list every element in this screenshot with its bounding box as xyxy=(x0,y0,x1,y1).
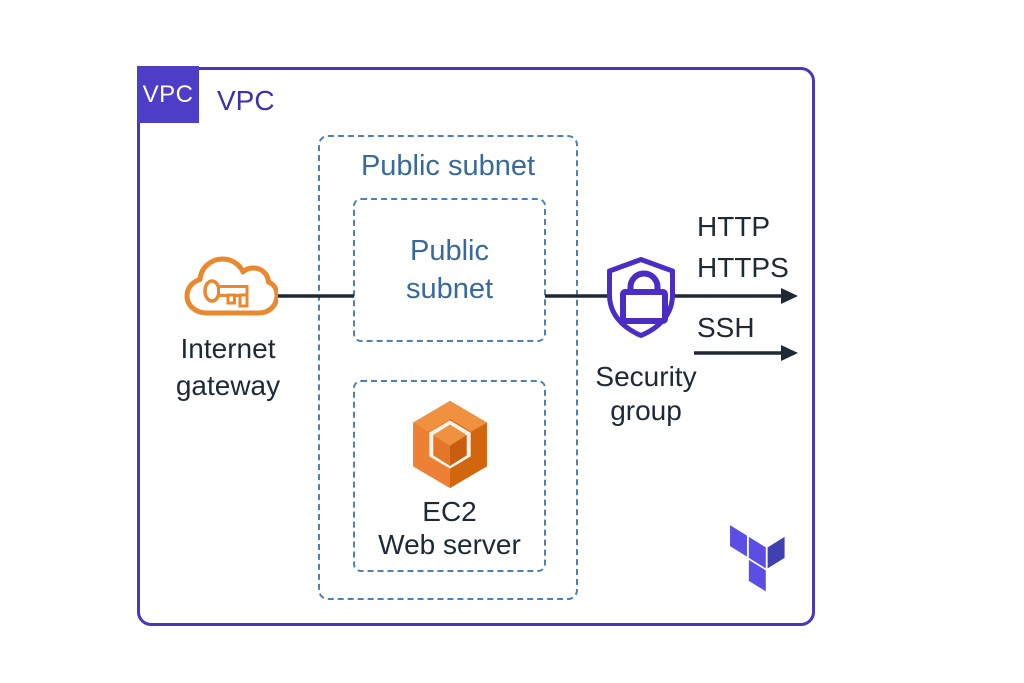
public-subnet-box: Public subnet xyxy=(353,198,546,342)
ec2-label-line1: EC2 xyxy=(422,496,477,527)
ec2-cube-top xyxy=(433,424,467,446)
key-tooth-2 xyxy=(238,293,249,308)
vpc-title: VPC xyxy=(217,85,275,116)
public-subnet-label-line1: Public xyxy=(409,235,489,267)
http-label: HTTP xyxy=(697,211,771,242)
vpc-badge-label: VPC xyxy=(142,80,194,108)
key-head xyxy=(203,279,221,303)
security-group-label-line2: group xyxy=(610,395,682,426)
ssh-label: SSH xyxy=(697,312,755,343)
public-subnet-label: Public subnet xyxy=(406,232,493,308)
security-group-label-line1: Security xyxy=(595,361,697,392)
public-subnet-group-box xyxy=(318,135,578,600)
ec2-web-server-box xyxy=(353,380,546,572)
internet-gateway-label-line1: Internet xyxy=(180,333,276,364)
public-subnet-group-title: Public subnet xyxy=(360,150,536,182)
key-tooth-1 xyxy=(226,293,236,305)
http-https-arrowhead xyxy=(781,288,798,304)
terraform-piece-middle xyxy=(748,536,766,569)
ec2-cube-right xyxy=(450,434,467,466)
ec2-web-server-label: EC2 Web server xyxy=(353,495,546,561)
ec2-icon xyxy=(413,400,487,489)
ec2-label-line2: Web server xyxy=(378,529,521,560)
terraform-logo xyxy=(730,525,785,592)
public-subnet-label-line2: subnet xyxy=(405,273,494,305)
ec2-hex-top-sheen xyxy=(413,400,487,432)
security-group-shield-icon xyxy=(607,257,675,338)
vpc-boundary-box xyxy=(137,67,815,626)
internet-gateway-label: Internet gateway xyxy=(143,330,313,404)
security-group-label: Security group xyxy=(561,360,731,428)
internet-gateway-icon xyxy=(184,256,278,316)
terraform-piece-left xyxy=(730,525,747,557)
https-label: HTTPS xyxy=(697,252,789,283)
lock-shackle xyxy=(627,270,661,292)
vpc-badge: VPC xyxy=(137,66,199,123)
lock-body xyxy=(620,289,668,324)
ssh-arrowhead xyxy=(781,345,798,361)
ec2-cube-left xyxy=(433,434,450,466)
internet-gateway-label-line2: gateway xyxy=(175,370,281,401)
terraform-piece-right xyxy=(767,536,785,569)
